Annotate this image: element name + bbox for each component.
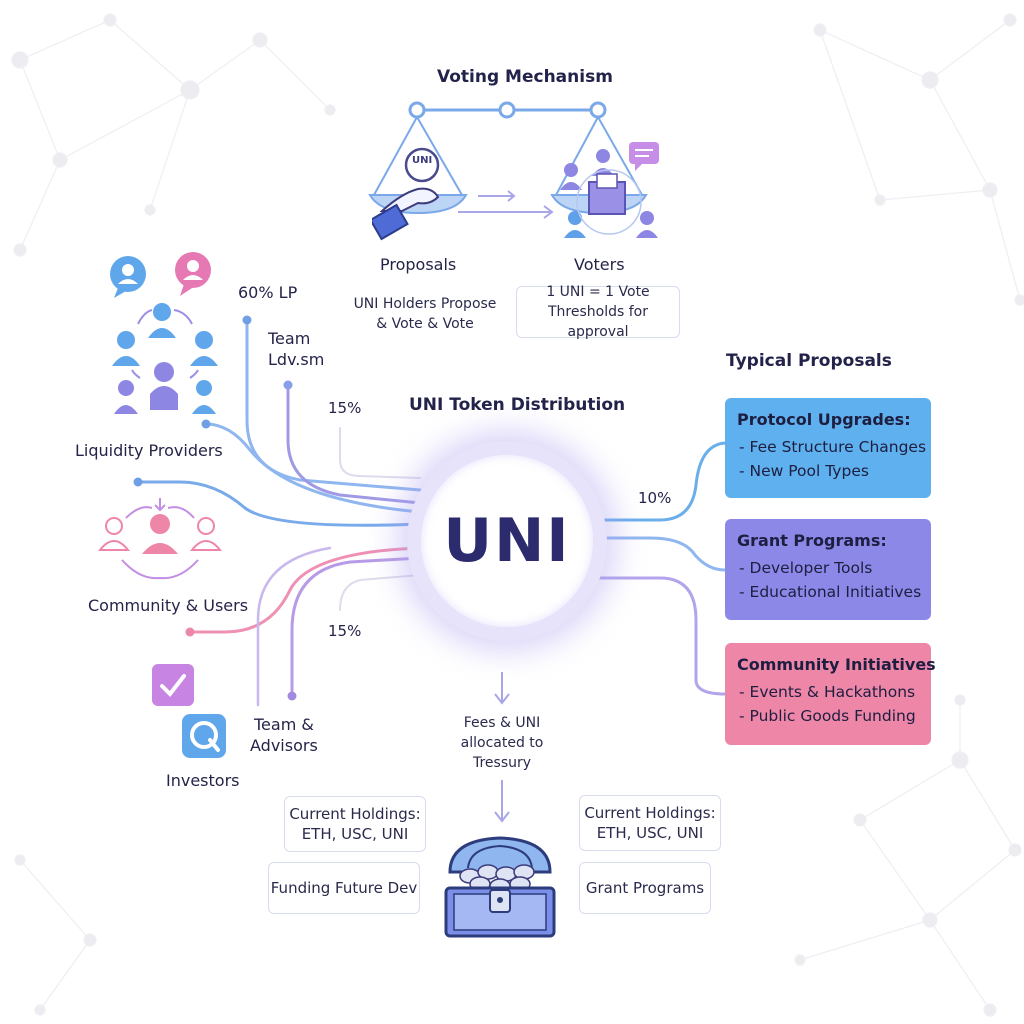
uni-token-circle: UNI [407,441,607,641]
voters-description-box: 1 UNI = 1 Vote Thresholds for approval [516,284,680,340]
team-label-line-2: Ldv.sm [268,350,325,369]
voters-ballot-icon [560,142,659,238]
grant-programs-label: Grant Programs [585,879,705,897]
distribution-title: UNI Token Distribution [409,395,626,415]
proposal-card-head: Community Initiatives [737,655,936,674]
proposal-card-item: - New Pool Types [739,462,869,480]
coin-label: UNI [412,155,433,166]
liquidity-providers-icon [110,252,218,414]
liquidity-providers-label: Liquidity Providers [75,441,223,460]
hand-coin-icon [372,147,440,241]
proposals-description: UNI Holders Propose & Vote & Vote [350,294,500,334]
holdings-left-box: Current Holdings: ETH, USC, UNI [284,796,426,852]
proposal-card-item: - Events & Hackathons [739,683,916,701]
treasury-allocation-text: Fees & UNI allocated to Tressury [440,713,564,773]
uni-center-text: UNI [443,506,571,576]
holdings-right-box: Current Holdings: ETH, USC, UNI [579,795,721,851]
holdings-left-line-2: ETH, USC, UNI [301,825,409,843]
proposals-label: Proposals [380,255,457,274]
team-advisors-line-2: Advisors [250,736,318,755]
funding-future-dev-box: Funding Future Dev [268,862,420,914]
investors-label: Investors [166,771,240,790]
funding-future-dev-label: Funding Future Dev [270,879,418,897]
team-label-line-1: Team [268,329,311,348]
treasury-line-1: Fees & UNI [463,715,541,731]
proposal-card-item: - Public Goods Funding [739,707,916,725]
community-users-icon [97,498,223,580]
voting-mechanism-title: Voting Mechanism [437,67,613,87]
proposal-card-head: Protocol Upgrades: [737,410,911,429]
proposals-desc-line-2: & Vote & Vote [376,316,474,332]
percentage-15-top: 15% [328,399,362,417]
voters-desc-line-1: 1 UNI = 1 Vote [546,284,650,300]
treasury-line-3: Tressury [472,755,532,771]
proposal-card-community-initiatives: Community Initiatives - Events & Hackath… [725,643,936,745]
voters-desc-line-2: Thresholds for approval [548,304,648,340]
team-advisors-line-1: Team & [254,715,314,734]
proposal-card-item: - Fee Structure Changes [739,438,927,456]
proposal-card-head: Grant Programs: [737,531,887,550]
holdings-right-line-1: Current Holdings: [584,804,716,822]
treasure-chest-icon [444,836,556,938]
lp-percentage: 60% LP [238,283,298,302]
proposals-desc-line-1: UNI Holders Propose [353,296,497,312]
proposal-card-grant-programs: Grant Programs: - Developer Tools - Educ… [725,519,931,620]
holdings-left-line-1: Current Holdings: [289,805,421,823]
grant-programs-box: Grant Programs [579,862,711,914]
community-users-label: Community & Users [88,596,249,615]
proposal-card-protocol-upgrades: Protocol Upgrades: - Fee Structure Chang… [725,398,931,498]
investors-icon [152,664,226,758]
voters-label: Voters [574,255,625,274]
treasury-line-2: allocated to [460,735,544,751]
proposal-card-item: - Educational Initiatives [739,583,922,601]
percentage-15-bottom: 15% [328,622,362,640]
typical-proposals-title: Typical Proposals [726,351,892,371]
holdings-right-line-2: ETH, USC, UNI [596,824,704,842]
percentage-10: 10% [638,489,672,507]
proposal-card-item: - Developer Tools [739,559,873,577]
